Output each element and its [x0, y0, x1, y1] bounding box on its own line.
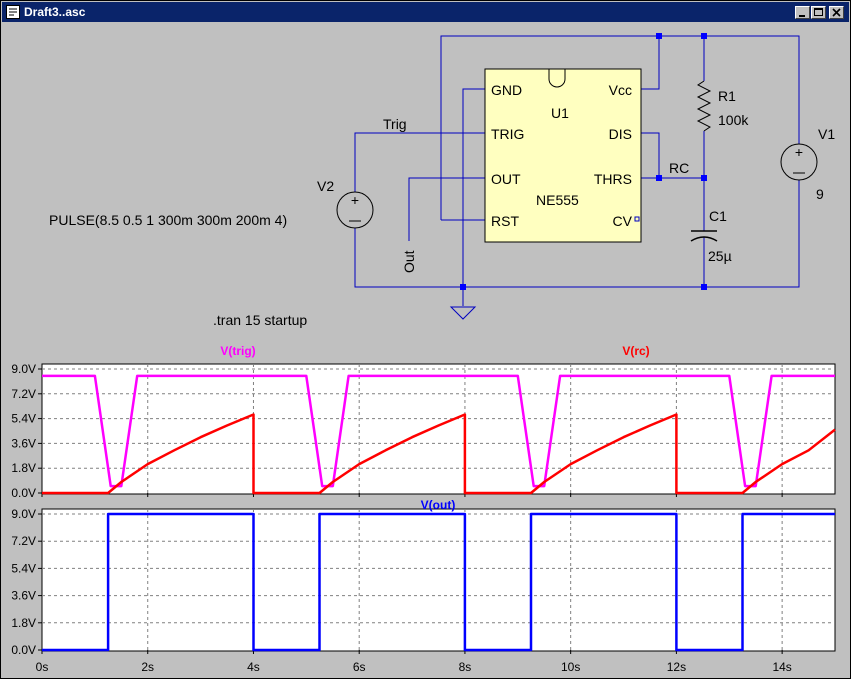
y-tick-label: 7.2V: [11, 387, 36, 401]
pin-rst: RST: [491, 213, 519, 229]
x-tick-label: 12s: [667, 660, 686, 674]
y-tick-label: 0.0V: [11, 486, 36, 500]
x-tick-label: 2s: [141, 660, 154, 674]
title-bar[interactable]: Draft3..asc: [2, 2, 849, 22]
pin-gnd: GND: [491, 82, 522, 98]
x-tick-label: 4s: [247, 660, 260, 674]
v1-value: 9: [816, 186, 824, 202]
svg-text:+: +: [351, 192, 359, 208]
svg-text:+: +: [795, 144, 803, 160]
y-tick-label: 7.2V: [11, 534, 36, 548]
maximize-button[interactable]: [811, 6, 826, 19]
trace-v-rc[interactable]: [42, 413, 836, 495]
v2-name: V2: [317, 178, 334, 194]
plot-pane-1[interactable]: 0.0V 1.8V 3.6V 5.4V 7.2V 9.0V: [11, 362, 836, 500]
y-tick-label: 3.6V: [11, 436, 36, 450]
x-tick-label: 6s: [353, 660, 366, 674]
plot-2-area[interactable]: [41, 508, 836, 652]
r1-value: 100k: [718, 112, 749, 128]
trace-label-vrc[interactable]: V(rc): [622, 344, 649, 358]
minimize-button[interactable]: [795, 6, 810, 19]
c1-name: C1: [709, 208, 727, 224]
junction-dots: [460, 33, 707, 290]
net-label-rc: RC: [669, 160, 689, 176]
window-title: Draft3..asc: [24, 5, 86, 19]
pin-thrs: THRS: [594, 171, 632, 187]
pin-trig: TRIG: [491, 126, 524, 142]
c1-value: 25µ: [708, 248, 732, 264]
x-tick-label: 0s: [36, 660, 49, 674]
v2-value: PULSE(8.5 0.5 1 300m 300m 200m 4): [49, 212, 287, 228]
x-tick-label: 8s: [459, 660, 472, 674]
y-tick-label: 1.8V: [11, 461, 36, 475]
y-tick-label: 5.4V: [11, 412, 36, 426]
y-tick-label: 9.0V: [11, 362, 36, 376]
ne555-component[interactable]: GND TRIG OUT RST Vcc DIS THRS CV U1 NE55…: [484, 68, 642, 243]
maximize-icon: [814, 8, 823, 16]
trace-v-out[interactable]: [42, 512, 835, 652]
minimize-icon: [799, 15, 805, 17]
r1-name: R1: [718, 88, 736, 104]
wires: [354, 35, 800, 306]
capacitor-icon[interactable]: [690, 230, 718, 242]
pin-dis: DIS: [609, 126, 632, 142]
ic-name: U1: [551, 105, 569, 121]
net-label-trig: Trig: [383, 116, 407, 132]
plot-1-area[interactable]: [41, 363, 836, 495]
pin-cv: CV: [613, 213, 633, 229]
waveform-viewer[interactable]: 0.0V 1.8V 3.6V 5.4V 7.2V 9.0V 0s 2s 4s 6s 8s 10s 12…: [4, 339, 847, 677]
y-tick-label: 3.6V: [11, 589, 36, 603]
voltage-source-v1-icon[interactable]: +: [780, 143, 818, 181]
plot-pane-2[interactable]: 0s 2s 4s 6s 8s 10s 12s 14s 0.0V 1.8V 3.6V 5.4V 7.2V 9…: [11, 507, 836, 674]
trace-label-vout[interactable]: V(out): [421, 498, 456, 512]
ic-part: NE555: [536, 192, 579, 208]
y-tick-label: 1.8V: [11, 616, 36, 630]
net-label-out: Out: [401, 250, 417, 273]
y-tick-label: 0.0V: [11, 643, 36, 657]
schematic-icon: [6, 5, 20, 19]
ground-icon: [449, 306, 477, 320]
trace-label-vtrig[interactable]: V(trig): [220, 344, 255, 358]
close-button[interactable]: [829, 6, 844, 19]
v1-name: V1: [818, 126, 835, 142]
spice-directive: .tran 15 startup: [213, 312, 307, 328]
voltage-source-v2-icon[interactable]: +: [336, 191, 374, 229]
y-tick-label: 9.0V: [11, 507, 36, 521]
close-icon: [832, 8, 841, 17]
trace-v-trig[interactable]: [42, 374, 835, 488]
pin-vcc: Vcc: [609, 82, 632, 98]
y-tick-label: 5.4V: [11, 561, 36, 575]
pin-out: OUT: [491, 171, 521, 187]
x-tick-label: 14s: [772, 660, 791, 674]
schematic-canvas[interactable]: GND TRIG OUT RST Vcc DIS THRS CV U1 NE55…: [4, 24, 847, 335]
x-tick-label: 10s: [561, 660, 580, 674]
resistor-icon[interactable]: [696, 80, 712, 132]
